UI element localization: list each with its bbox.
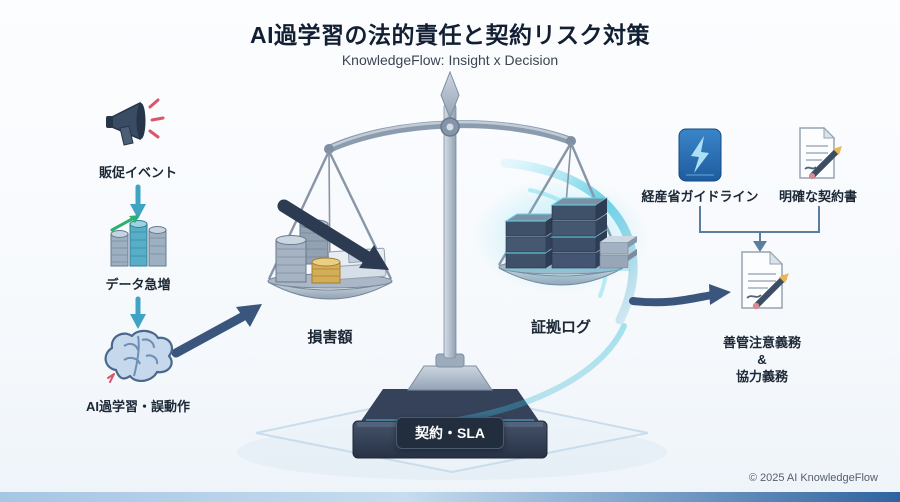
duty-line-3: 協力義務 — [735, 369, 789, 384]
evidence-to-duty-arrow — [629, 284, 731, 307]
copyright-text: © 2025 AI KnowledgeFlow — [748, 472, 878, 484]
label-loss-amount: 損害額 — [307, 329, 353, 346]
guideline-book-icon — [676, 126, 724, 189]
bottom-accent-bar — [0, 492, 900, 502]
page-subtitle: KnowledgeFlow: Insight x Decision — [341, 52, 559, 68]
label-data-surge: データ急増 — [105, 277, 171, 292]
evidence-pan-contents — [473, 178, 649, 294]
flow-down-arrow-2 — [130, 296, 146, 329]
brain-icon — [94, 326, 182, 397]
contract-sla-badge: 契約・SLA — [396, 417, 504, 449]
loss-pan-contents — [275, 199, 389, 284]
label-clear-contract: 明確な契約書 — [778, 189, 858, 204]
duty-doc-icon — [734, 248, 790, 319]
duty-line-2: & — [757, 352, 767, 367]
label-duty-of-care: 善管注意義務 & 協力義務 — [723, 334, 801, 385]
trend-up-arrow — [171, 304, 262, 358]
contract-doc-icon — [792, 124, 844, 189]
duty-line-1: 善管注意義務 — [722, 335, 802, 350]
page-title: AI過学習の法的責任と契約リスク対策 — [250, 22, 650, 48]
damage-down-arrow — [277, 199, 389, 270]
label-promo-event: 販促イベント — [98, 165, 178, 180]
coin-stacks-icon — [108, 212, 170, 277]
label-ai-overfit: AI過学習・誤動作 — [85, 399, 191, 414]
label-evidence-log: 証拠ログ — [530, 319, 592, 336]
flow-down-arrow-1 — [130, 184, 146, 219]
countermeasure-connectors — [699, 206, 820, 252]
label-meti-guideline: 経産省ガイドライン — [641, 189, 759, 204]
megaphone-icon — [104, 95, 168, 156]
